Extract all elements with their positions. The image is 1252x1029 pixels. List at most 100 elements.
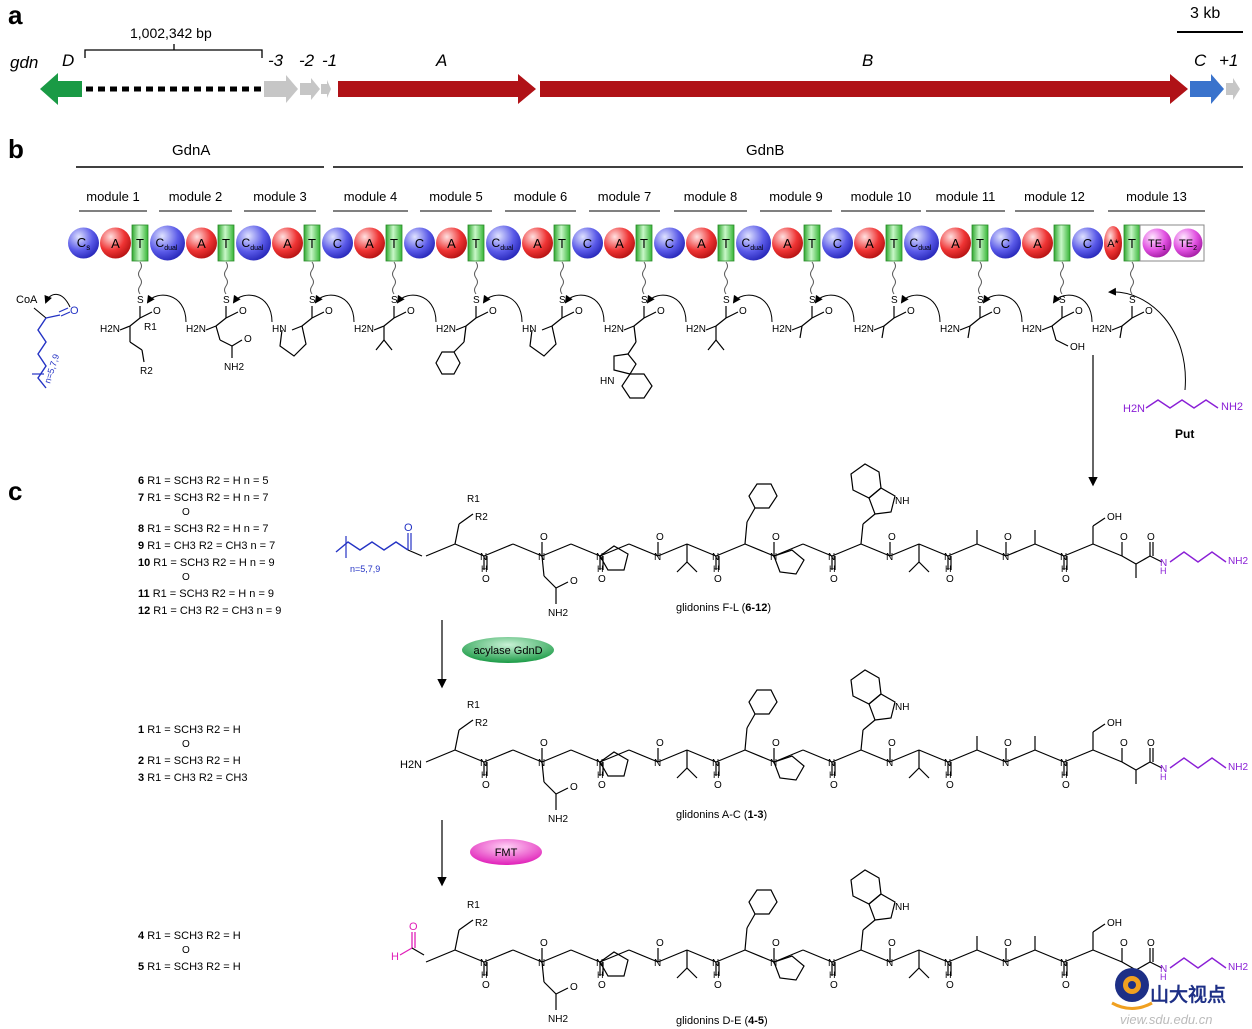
bond (463, 325, 467, 343)
thioester-s: S (641, 295, 648, 306)
amide-n: N (886, 552, 893, 563)
bond (802, 749, 833, 763)
condensation-arrow (814, 294, 855, 323)
gene-label-plus1: +1 (1219, 51, 1238, 70)
bond (791, 325, 803, 331)
bond (628, 749, 659, 763)
bond (1092, 723, 1106, 733)
bond (1061, 311, 1075, 319)
bond (802, 543, 833, 557)
thioester-s: S (137, 295, 144, 306)
bond (311, 311, 325, 319)
compound-definition: 5 R1 = SCH3 R2 = H (138, 961, 241, 973)
putrescine-chain (1169, 757, 1227, 769)
gene-A-arrow (338, 74, 536, 104)
carbonyl-o: O (1004, 532, 1012, 543)
compound-definition: 2 R1 = SCH3 R2 = H (138, 755, 241, 767)
amide-n: N (654, 758, 661, 769)
acylase-label: acylase GdnD (473, 645, 542, 657)
amide-n: N (596, 758, 603, 769)
terminal-nh2: NH2 (1228, 556, 1248, 567)
scale-label: 3 kb (1190, 5, 1220, 22)
bond (908, 561, 920, 573)
bond (541, 961, 545, 983)
thioester-s: S (809, 295, 816, 306)
bond (453, 341, 465, 353)
bond (918, 749, 949, 763)
domain-cs: Cs (68, 227, 99, 259)
proline-ring (529, 325, 557, 357)
domain-t-label: T (558, 236, 566, 251)
module-label: module 8 (684, 189, 737, 204)
bond (643, 311, 657, 319)
proline-ring (599, 751, 629, 777)
carbonyl-o: O (407, 306, 415, 317)
bond (908, 967, 920, 979)
domain-a: A (1022, 227, 1053, 259)
bond (225, 311, 239, 319)
sulfoxide-o: O (182, 945, 190, 956)
nh-h: H (1160, 772, 1167, 782)
carbonyl-o: O (830, 980, 838, 991)
phenyl-ring (748, 689, 778, 715)
domain-a: A (354, 227, 385, 259)
carbonyl-o: O (482, 980, 490, 991)
nh-h: H (713, 564, 720, 574)
domain-a: A (186, 227, 217, 259)
amine-label: H2N (686, 324, 706, 335)
peptide-backbone: OOOOOOOOOOOOHHHHHHNNNNNNNNNNNR1R2NH2ONHO… (425, 463, 1248, 619)
bond (918, 561, 930, 573)
domain-astar-label: A* (1107, 238, 1119, 250)
distance-label: 1,002,342 bp (130, 25, 212, 41)
bond (1092, 923, 1106, 933)
r2-label: R2 (140, 366, 153, 377)
bond (483, 749, 514, 763)
gene-label-B: B (862, 51, 873, 70)
amide-n: N (828, 758, 835, 769)
bond (1121, 317, 1133, 327)
domain-t-label: T (722, 236, 730, 251)
watermark-url: view.sdu.edu.cn (1120, 1012, 1213, 1027)
amide-n: N (770, 758, 777, 769)
amide-o: O (244, 334, 252, 345)
amide-n: N (1060, 552, 1067, 563)
bond (119, 325, 131, 331)
acyl-coa-substrate: CoA O n=5,7,9 (16, 293, 79, 389)
panel-label-a: a (8, 0, 23, 30)
bond (744, 927, 748, 951)
bond (1149, 961, 1163, 969)
watermark: 山大视点 view.sdu.edu.cn (1111, 968, 1226, 1027)
carbonyl-o: O (907, 306, 915, 317)
carbonyl-o: O (1145, 306, 1153, 317)
bond (1041, 325, 1053, 331)
domain-t (1053, 224, 1071, 262)
bond (541, 749, 572, 763)
compound-definition: 10 R1 = SCH3 R2 = H n = 9 (138, 557, 275, 569)
bond (541, 543, 572, 557)
ppant-arm (1130, 261, 1134, 295)
carbonyl-o: O (714, 574, 722, 585)
nh-h: H (1160, 566, 1167, 576)
bond (543, 981, 557, 995)
amide-n: N (1160, 964, 1167, 975)
module-label: module 1 (86, 189, 139, 204)
bond (959, 325, 971, 331)
domain-a-label: A (615, 236, 624, 251)
bond (1034, 949, 1065, 963)
bond (686, 749, 717, 763)
bond (744, 543, 775, 557)
compound-definition: 11 R1 = SCH3 R2 = H n = 9 (138, 588, 274, 600)
carbonyl-o: O (830, 574, 838, 585)
carbonyl-o: O (1120, 532, 1128, 543)
bond (1131, 311, 1145, 319)
domain-c: C (990, 227, 1021, 259)
gene-C-arrow (1190, 74, 1224, 104)
r1-label: R1 (467, 494, 480, 505)
bond (881, 325, 885, 339)
bond (215, 325, 221, 341)
amide-n: N (654, 958, 661, 969)
hydroxyl-oh: OH (1070, 342, 1085, 353)
carbonyl-o: O (772, 738, 780, 749)
bond (1111, 325, 1123, 331)
domain-t-label: T (390, 236, 398, 251)
